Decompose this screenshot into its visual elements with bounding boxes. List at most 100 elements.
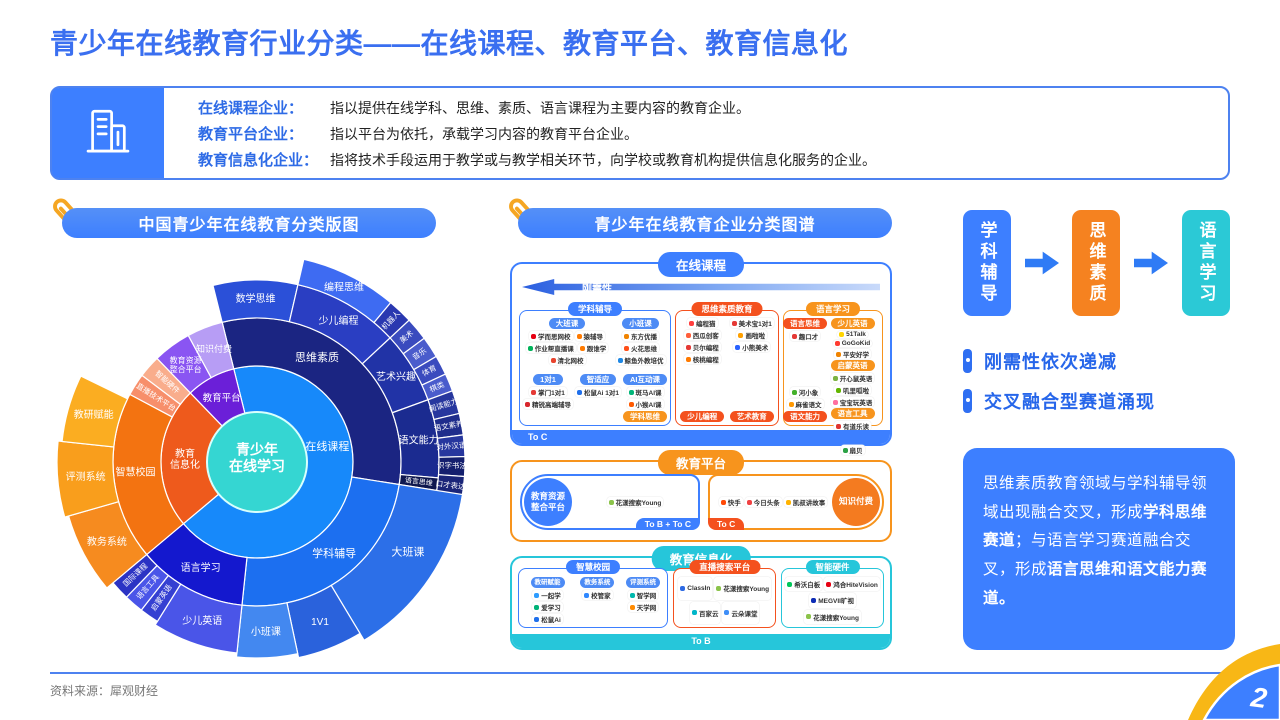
adaptive-pill: 智适应 bbox=[579, 374, 617, 385]
brand-chip: 学而思网校 bbox=[529, 331, 573, 341]
sunburst-label: 学科辅导 bbox=[312, 546, 356, 560]
brand-chip: 花漾搜索Young bbox=[714, 577, 772, 600]
daban-pill: 大班课 bbox=[548, 318, 586, 329]
brand-chip: 核桃编程 bbox=[683, 354, 721, 364]
bullet-marker bbox=[963, 349, 972, 373]
definition-desc: 指以平台为依托，承载学习内容的教育平台企业。 bbox=[330, 125, 638, 142]
brand-chip: 贝尔编程 bbox=[683, 342, 721, 352]
sunburst-label: 大班课 bbox=[391, 545, 424, 559]
brand-chip: 51Talk bbox=[837, 331, 868, 338]
art-education-pill: 艺术教育 bbox=[729, 411, 774, 422]
sunburst-label: 知识付费 bbox=[196, 343, 232, 354]
xiaoban-pill: 小班课 bbox=[622, 318, 659, 329]
bullet-rigid-demand: 刚需性依次递减 bbox=[963, 348, 1117, 374]
group-subject-tutoring: 学科辅导 大班课 学而思网校猿辅导作业帮直播课跟谁学清北网校 小班课 东方优播火… bbox=[519, 302, 671, 426]
brand-chip: 开心鼠英语 bbox=[830, 373, 875, 383]
platform-card-knowledge: 快手今日头条凯叔讲故事 知识付费 To C bbox=[708, 474, 884, 530]
note-text-segment: ；与语言学习赛道融合交叉，形成 bbox=[983, 532, 1192, 579]
thinking-quality-pill: 思维素质教育 bbox=[691, 302, 763, 316]
tob-toc-badge: To B + To C bbox=[635, 518, 700, 530]
flow-arrow-icon bbox=[1134, 251, 1168, 275]
definition-term: 教育平台企业： bbox=[198, 125, 304, 143]
sunburst-segment-智能硬件 bbox=[141, 357, 192, 406]
sunburst-label: 智慧校园 bbox=[115, 465, 155, 478]
brand-chip: 跟谁学 bbox=[577, 343, 609, 353]
section-adaptive: 智适应 松鼠Ai 1对1 bbox=[574, 374, 622, 422]
brand-chip: 宝宝玩英语 bbox=[830, 397, 875, 407]
brand-chip: 校管家 bbox=[582, 590, 613, 600]
brand-chip: 精锐高端辅导 bbox=[523, 399, 573, 409]
definition-list: 在线课程企业： 指以提供在线学科、思维、素质、语言课程为主要内容的教育企业。 教… bbox=[164, 88, 1228, 178]
brand-chip: 小熊美术 bbox=[733, 342, 771, 352]
sunburst-label: 教育平台 bbox=[203, 392, 241, 404]
brand-chip: 火花思维 bbox=[622, 343, 659, 353]
sunburst-label: 数学思维 bbox=[236, 292, 276, 305]
sunburst-label: 口才表达 bbox=[435, 478, 466, 492]
bullet-text: 交叉融合型赛道涌现 bbox=[984, 392, 1155, 412]
brand-chip: 松鼠Ai bbox=[532, 614, 563, 624]
bullet-text: 刚需性依次递减 bbox=[984, 352, 1117, 372]
brand-chip: 一起学 bbox=[532, 590, 563, 600]
brand-chip: 鸿合HiteVision bbox=[824, 577, 880, 592]
page-number-corner: 2 bbox=[1188, 644, 1280, 720]
section-xiaoban: 小班课 东方优播火花思维鲸鱼外教培优 bbox=[614, 318, 667, 365]
definition-row: 在线课程企业： 指以提供在线学科、思维、素质、语言课程为主要内容的教育企业。 bbox=[198, 97, 1228, 118]
course-groups: 学科辅导 大班课 学而思网校猿辅导作业帮直播课跟谁学清北网校 小班课 东方优播火… bbox=[519, 302, 883, 455]
section-research-enable: 教研赋能 一起学爱学习松鼠Ai bbox=[522, 577, 573, 624]
brand-chip: 百家云 bbox=[689, 601, 721, 624]
sunburst-label: 少儿英语 bbox=[182, 613, 222, 626]
brand-chip: 麻雀语文 bbox=[786, 399, 824, 409]
brand-chip: MEGVII旷视 bbox=[809, 593, 856, 608]
brand-chip: 西瓜创客 bbox=[683, 330, 721, 340]
brand-chip: 平安好学 bbox=[834, 349, 871, 359]
sunburst-segment-知识付费 bbox=[187, 321, 235, 379]
brand-chip: 智学网 bbox=[627, 590, 659, 600]
testing-system-pill: 评测系统 bbox=[626, 577, 660, 588]
online-course-box: 在线课程 刚需性 学科辅导 大班课 学而思网校猿辅导作业帮直播课跟谁学清北网校 … bbox=[510, 252, 892, 455]
definition-row: 教育信息化企业： 指将技术手段运用于教学或与教学相关环节，向学校或教育机构提供信… bbox=[198, 149, 1228, 170]
flow-box-subject: 学科辅导 bbox=[963, 210, 1011, 316]
brand-chip: 趣口才 bbox=[789, 331, 821, 341]
research-enable-pill: 教研赋能 bbox=[530, 577, 565, 588]
education-platform-box: 教育平台 教育资源 整合平台 花漾搜索Young To B + To C 快手今… bbox=[510, 450, 892, 542]
note-text-segment: 学科思维赛道 bbox=[983, 503, 1208, 550]
sunburst-label: 在线课程 bbox=[305, 439, 349, 453]
section-kids-coding: 编程猫西瓜创客贝尔编程核桃编程 少儿编程 bbox=[679, 318, 726, 422]
source-note: 资料来源：犀观财经 bbox=[50, 684, 159, 698]
knowledge-pay-circle: 知识付费 bbox=[832, 478, 880, 526]
one2one-pill: 1对1 bbox=[533, 374, 563, 385]
sunburst-label: 对外汉语 bbox=[436, 439, 467, 451]
bullet-fusion-tracks: 交叉融合型赛道涌现 bbox=[963, 388, 1155, 414]
definition-row: 教育平台企业： 指以平台为依托，承载学习内容的教育平台企业。 bbox=[198, 123, 1228, 144]
brand-chip: 松鼠Ai 1对1 bbox=[574, 387, 622, 397]
brand-chip: 画啦啦 bbox=[736, 330, 767, 340]
sunburst-label: 教育信息化 bbox=[170, 447, 200, 471]
sunburst-label: 识字书法 bbox=[437, 460, 468, 471]
section-daban: 大班课 学而思网校猿辅导作业帮直播课跟谁学清北网校 bbox=[523, 318, 611, 365]
toc-badge: To C bbox=[708, 518, 745, 530]
brand-chip: 小猴AI课 bbox=[626, 399, 664, 409]
sunburst-label: 思维素质 bbox=[295, 351, 339, 364]
page-number: 2 bbox=[1248, 681, 1269, 714]
sunburst-label: 编程思维 bbox=[324, 280, 364, 293]
note-text-segment: 语言思维和语文能力赛道。 bbox=[983, 561, 1208, 607]
language-thinking-pill: 语言思维 bbox=[783, 318, 827, 329]
note-text-segment: 思维素质教育领域与学科辅导领域出现融合交叉，形成 bbox=[983, 475, 1208, 521]
brand-chip: 花漾搜索Young bbox=[804, 609, 861, 624]
info-tob-badge: To B bbox=[512, 634, 890, 648]
flow-box-thinking: 思维素质 bbox=[1072, 210, 1120, 316]
brand-chip: 叽里呱啦 bbox=[834, 385, 871, 395]
admin-system-pill: 教务系统 bbox=[580, 577, 615, 588]
building-icon bbox=[52, 88, 164, 178]
flow-box-language: 语言学习 bbox=[1182, 210, 1230, 316]
sunburst-center-label: 青少年在线学习 bbox=[229, 441, 285, 474]
section-starter-english: 启蒙英语 开心鼠英语叽里呱啦宝宝玩英语 bbox=[826, 360, 879, 407]
brand-chip: 爱学习 bbox=[532, 602, 563, 612]
